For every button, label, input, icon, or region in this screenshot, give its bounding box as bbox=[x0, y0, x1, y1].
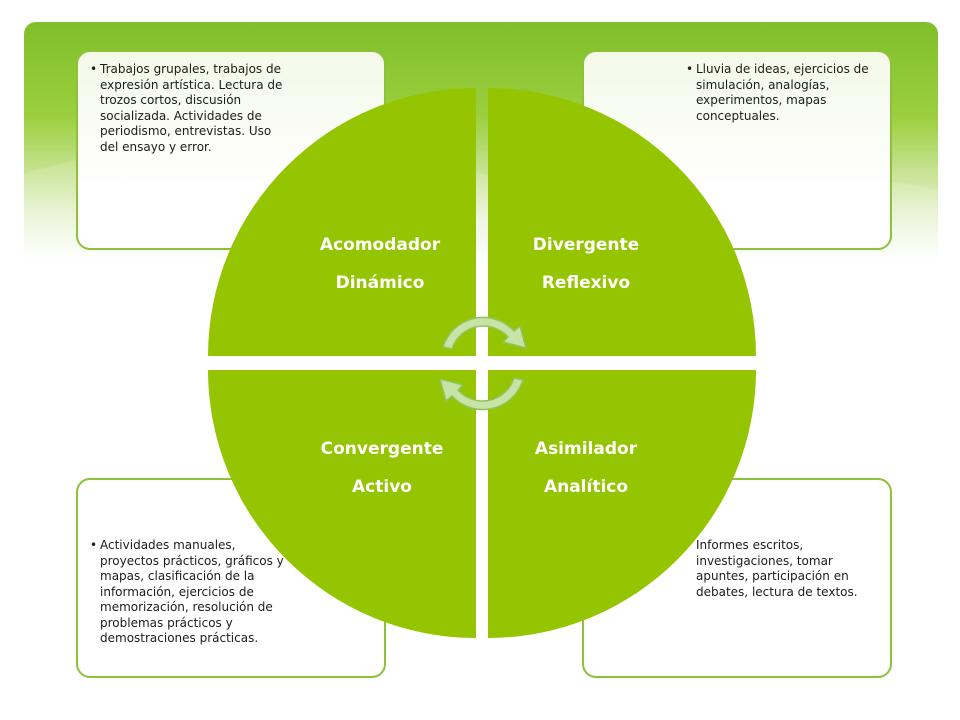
quadrant-title-acomodador: Acomodador bbox=[320, 235, 441, 255]
quadrant-asimilador bbox=[488, 370, 756, 638]
cycle-arrow-icon bbox=[439, 316, 527, 411]
activities-list: Actividades manuales, proyectos práctico… bbox=[90, 538, 290, 647]
quadrant-title-divergente: Divergente bbox=[533, 235, 639, 255]
quadrant-title-convergente: Convergente bbox=[321, 439, 444, 459]
activities-list: Informes escritos, investigaciones, toma… bbox=[686, 538, 886, 600]
quadrant-subtitle-acomodador: Dinámico bbox=[336, 273, 425, 293]
quadrant-subtitle-asimilador: Analítico bbox=[544, 477, 628, 497]
activities-list: Trabajos grupales, trabajos de expresión… bbox=[90, 62, 286, 155]
activities-text: Actividades manuales, proyectos práctico… bbox=[90, 538, 290, 647]
activities-text: Lluvia de ideas, ejercicios de simulació… bbox=[686, 62, 886, 124]
quadrant-title-asimilador: Asimilador bbox=[535, 439, 638, 459]
quadrant-acomodador bbox=[208, 88, 476, 356]
quadrant-subtitle-convergente: Activo bbox=[352, 477, 412, 497]
quadrant-convergente bbox=[208, 370, 476, 638]
quadrant-subtitle-divergente: Reflexivo bbox=[542, 273, 630, 293]
activities-list: Lluvia de ideas, ejercicios de simulació… bbox=[686, 62, 886, 124]
quadrant-divergente bbox=[488, 88, 756, 356]
activities-text: Trabajos grupales, trabajos de expresión… bbox=[90, 62, 286, 155]
activities-text: Informes escritos, investigaciones, toma… bbox=[696, 538, 858, 599]
